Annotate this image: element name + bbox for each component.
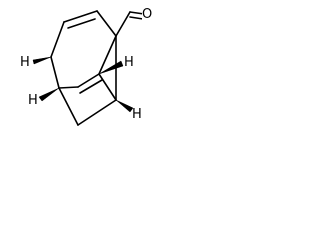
bond-quaternary-to-right-junction [98,35,117,75]
hydrogen-label-lower-left: H [28,93,38,108]
bond-cage-alkene-to-bottom-right [98,73,117,101]
bond-carbonyl-outer [129,11,145,15]
bond-cage-alkene-to-bottom-left [58,86,79,89]
hydrogen-label-lower-right: H [132,107,142,122]
hydrogen-label-upper-right: H [124,55,134,70]
bond-quaternary-to-aldehyde-carbon [115,11,131,37]
bond-ring-left-to-alkene [50,21,65,58]
wedge-bond-lower-left-h [38,87,60,102]
wedge-bond-upper-left-h [32,56,52,65]
bond-alkene-outer [63,10,98,23]
bond-bridge-to-bottom-right [77,99,117,126]
bond-alkene-to-quaternary [96,10,117,37]
hydrogen-label-upper-left: H [20,55,30,70]
wedge-bond-upper-right-h [98,60,124,75]
oxygen-label: O [142,7,152,22]
oxygen-label-background [142,5,154,21]
bond-carbonyl-inner [129,16,144,20]
bond-cage-alkene-outer [77,73,100,88]
bond-left-junction-to-bottom-left [50,56,60,89]
bond-cage-alkene-inner [79,79,103,94]
bond-bottom-left-to-bridge [58,87,79,126]
molecule-structure: O H H H H [20,5,154,126]
bond-alkene-inner [67,18,96,29]
wedge-bond-lower-right-h [115,99,134,113]
